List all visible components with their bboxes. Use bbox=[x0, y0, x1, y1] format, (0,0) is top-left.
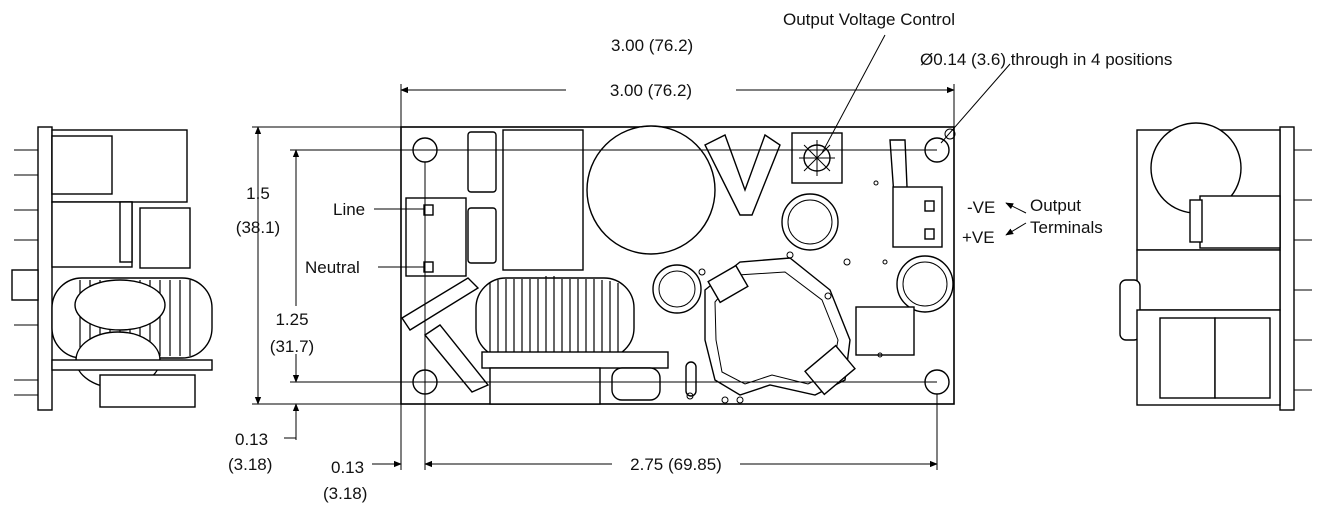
neutral-label: Neutral bbox=[305, 258, 360, 277]
ground-symbol-icon bbox=[944, 128, 956, 140]
dim-side-offset-in: 0.13 bbox=[331, 458, 364, 477]
left-view-capacitor bbox=[51, 135, 113, 195]
right-view-cap-b bbox=[1214, 317, 1271, 399]
output-pin-negative bbox=[924, 200, 935, 212]
left-view-base-strip bbox=[51, 359, 213, 371]
output-pin-positive bbox=[924, 228, 935, 240]
transformer-clip-top bbox=[707, 264, 749, 304]
left-view-terminal-edge bbox=[119, 201, 133, 263]
left-view-block bbox=[139, 207, 191, 269]
pos-terminal-label: +VE bbox=[962, 228, 995, 247]
output-label: Output bbox=[1030, 196, 1081, 215]
left-view-winding-loop-upper bbox=[74, 279, 166, 331]
line-label: Line bbox=[333, 200, 365, 219]
bridge-rectifier bbox=[489, 367, 601, 405]
terminals-label: Terminals bbox=[1030, 218, 1103, 237]
resistor bbox=[685, 361, 697, 397]
top-view bbox=[400, 125, 956, 405]
input-choke-windings bbox=[489, 276, 619, 360]
dim-height-mm: (38.1) bbox=[236, 218, 280, 237]
dim-bottom-offset-mm: (3.18) bbox=[228, 455, 272, 474]
heatsink-strip bbox=[481, 351, 669, 369]
left-view-terminal-block bbox=[51, 201, 133, 268]
capacitor-b bbox=[467, 207, 497, 264]
clip-component bbox=[704, 133, 781, 216]
right-view-terminal-edge bbox=[1189, 199, 1203, 243]
right-view-board bbox=[1279, 126, 1295, 411]
input-connector bbox=[405, 197, 467, 277]
dim-top-length: 3.00 (76.2) bbox=[611, 36, 693, 55]
dimensions bbox=[252, 34, 1027, 470]
dim-hole-length: 2.75 (69.85) bbox=[630, 455, 722, 474]
bottom-capacitor bbox=[611, 367, 661, 401]
bulk-component bbox=[502, 129, 584, 271]
output-voltage-control-label: Output Voltage Control bbox=[783, 10, 955, 29]
right-view-terminal-block bbox=[1199, 195, 1281, 249]
dim-side-offset-mm: (3.18) bbox=[323, 484, 367, 503]
input-pin-line bbox=[423, 204, 434, 216]
lower-clip-left bbox=[401, 277, 480, 331]
neg-terminal-label: -VE bbox=[967, 198, 995, 217]
dim-height-in: 1.5 bbox=[246, 184, 270, 203]
right-view-cap-a bbox=[1159, 317, 1216, 399]
output-capacitor-a bbox=[781, 193, 839, 251]
right-side-view bbox=[1119, 122, 1312, 411]
dim-hole-spacing-in: 1.25 bbox=[275, 310, 308, 329]
vias bbox=[686, 180, 888, 404]
filter-capacitor bbox=[652, 264, 702, 314]
left-side-view bbox=[11, 126, 213, 411]
output-capacitor-b bbox=[896, 255, 954, 313]
switching-ic bbox=[855, 306, 915, 356]
left-view-base-component bbox=[99, 374, 196, 408]
output-connector bbox=[892, 186, 943, 248]
left-view-pins bbox=[11, 149, 39, 396]
bulk-capacitor bbox=[586, 125, 716, 255]
capacitor-a bbox=[467, 131, 497, 193]
mounting-holes-label: Ø0.14 (3.6) through in 4 positions bbox=[920, 50, 1172, 69]
lower-clip-center bbox=[423, 324, 490, 393]
dim-hole-spacing-mm: (31.7) bbox=[270, 337, 314, 356]
dim-board-length: 3.00 (76.2) bbox=[610, 81, 692, 100]
left-view-board bbox=[37, 126, 53, 411]
right-view-middle-block bbox=[1136, 249, 1281, 311]
dim-bottom-offset-in: 0.13 bbox=[235, 430, 268, 449]
right-view-pins bbox=[1294, 149, 1312, 391]
